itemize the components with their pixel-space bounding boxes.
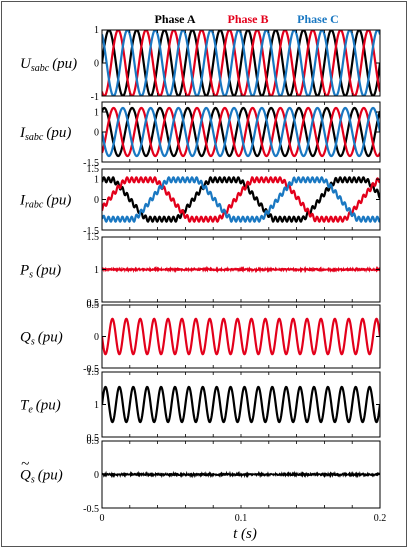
y-tick-label: 1.5 — [87, 232, 100, 243]
series-line-trace-1 — [102, 175, 380, 224]
panel-6: 1.5 1 0.5 Te(pu) — [20, 367, 381, 444]
x-tick-label: 0.1 — [235, 513, 248, 524]
y-tick-label: 1.5 — [87, 367, 100, 378]
x-tick-label: 0 — [100, 513, 105, 524]
y-tick-label: 0.5 — [87, 298, 100, 309]
panel-4: 1.5 1 0.5 Ps(pu) — [19, 232, 381, 309]
series-line-phase-c — [102, 30, 380, 96]
series-line-trace-1 — [102, 317, 380, 356]
y-axis-label: Qs(pu) — [20, 330, 63, 348]
y-tick-label: 1 — [94, 400, 99, 411]
y-tick-label: -0.5 — [83, 504, 99, 515]
series-line-trace-1 — [102, 106, 380, 158]
y-tick-label: 0 — [94, 195, 99, 206]
series-line-trace-2 — [102, 176, 380, 223]
y-tick-label: 0.5 — [87, 433, 100, 444]
y-axis-label: Qs(pu) — [20, 468, 63, 486]
series-line-trace-1 — [102, 265, 380, 274]
series-line-trace-3 — [102, 106, 380, 158]
panel-1: 1 0 -1 Usabc(pu) Phase A Phase B Phase C — [20, 12, 381, 103]
series-line-trace-1 — [102, 470, 380, 479]
y-tick-label: -1.5 — [83, 158, 99, 169]
y-tick-label: 1.5 — [87, 164, 100, 175]
series-line-trace-1 — [102, 385, 380, 424]
x-tick-label: 0.2 — [374, 513, 387, 524]
y-axis-label-tilde: ~ — [21, 457, 29, 473]
legend-entry: Phase A — [154, 12, 195, 26]
y-tick-label: -0.5 — [83, 364, 99, 375]
panel-5: 0.5 0 -0.5 Qs(pu) — [20, 300, 381, 375]
series-line-trace-2 — [102, 106, 380, 158]
y-tick-label: -1 — [91, 92, 99, 103]
y-tick-label: 0 — [94, 59, 99, 70]
y-axis-label: Irabc(pu) — [19, 193, 71, 211]
y-tick-label: -1.5 — [83, 226, 99, 237]
y-axis-label: Usabc(pu) — [20, 56, 77, 74]
series-line-trace-3 — [102, 176, 380, 223]
y-tick-label: 0 — [94, 128, 99, 139]
series-line-phase-a — [102, 30, 380, 96]
y-tick-label: 1 — [94, 265, 99, 276]
y-axis-label: Te(pu) — [20, 398, 61, 416]
panel-3: 1.51 0 -1.5 Irabc(pu) — [19, 164, 381, 237]
legend-entry: Phase C — [297, 12, 339, 26]
y-tick-label: 1 — [94, 175, 99, 186]
y-tick-label: 0 — [94, 332, 99, 343]
y-tick-label: 0.5 — [87, 436, 100, 447]
series-line-phase-b — [102, 30, 380, 96]
y-tick-label: 0.5 — [87, 300, 100, 311]
y-axis-label: Ps(pu) — [19, 263, 61, 281]
legend-entry: Phase B — [227, 12, 268, 26]
y-tick-label: 1 — [94, 25, 99, 36]
x-axis-label: t (s) — [233, 526, 257, 542]
y-tick-label: 1 — [94, 108, 99, 119]
y-tick-label: 0 — [94, 470, 99, 481]
panel-2: 1 0 -1.5 Isabc(pu) — [19, 101, 381, 169]
y-axis-label: Isabc(pu) — [19, 125, 71, 143]
